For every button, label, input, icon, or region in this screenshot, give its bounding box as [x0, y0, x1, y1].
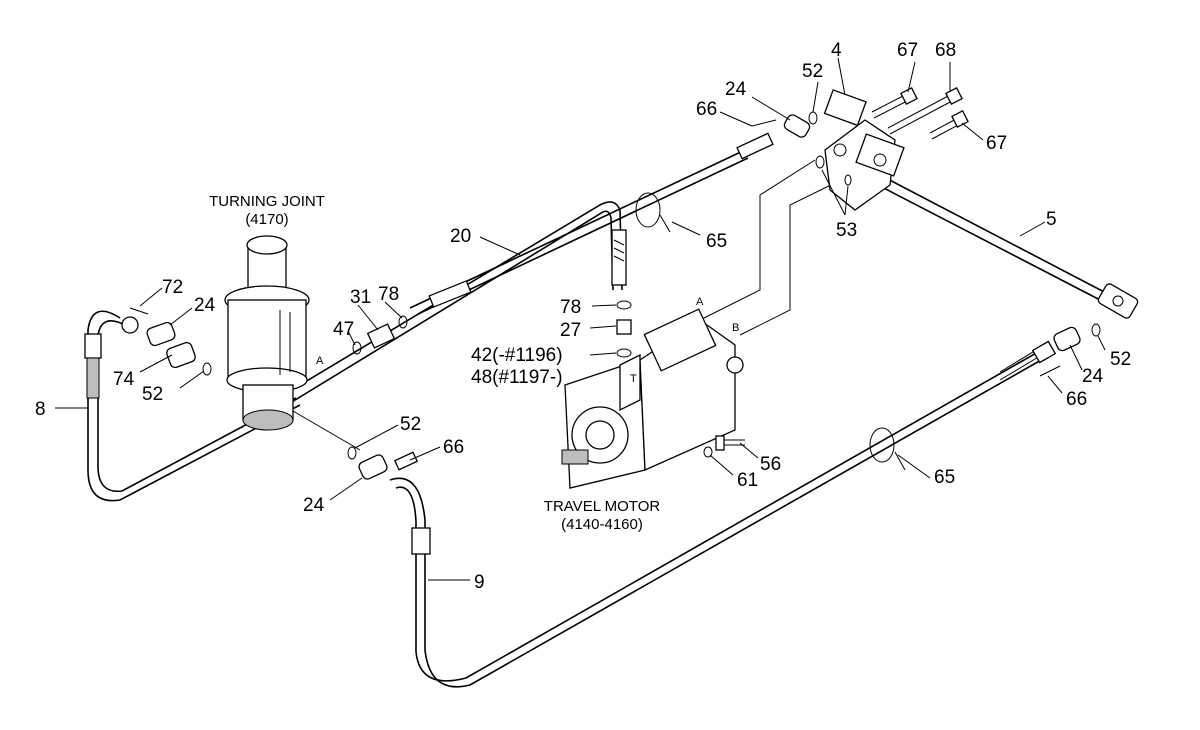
part-number-52-top: 52 [802, 61, 823, 82]
part-number-66-right: 66 [1066, 389, 1087, 410]
part-number-5: 5 [1046, 209, 1057, 230]
part-number-9: 9 [474, 572, 485, 593]
part-number-24-right: 24 [1082, 366, 1104, 387]
port-label-b: B [732, 322, 739, 334]
bolt-67-top [871, 87, 918, 119]
port-label-a: A [696, 296, 704, 308]
part-number-67-right: 67 [986, 133, 1007, 154]
part-number-52-right: 52 [1110, 349, 1131, 370]
part-number-4: 4 [831, 40, 842, 61]
part-number-67-top: 67 [897, 40, 918, 61]
port-label-t: T [630, 373, 637, 385]
part-number-52-low: 52 [400, 414, 421, 435]
part-number-65-low: 65 [934, 467, 955, 488]
part-number-52-left: 52 [142, 384, 163, 405]
part-number-66-low: 66 [443, 437, 464, 458]
part-number-42: 42(-#1196) [471, 345, 563, 366]
part-number-31: 31 [350, 287, 371, 308]
part-number-74: 74 [113, 369, 135, 390]
hose-8 [84, 310, 301, 502]
top-flange-block [823, 89, 905, 211]
turning-joint [224, 235, 310, 431]
travel-motor [561, 308, 744, 489]
part-number-66-top: 66 [696, 99, 717, 120]
number-leaders [55, 57, 1106, 581]
part-number-47: 47 [333, 319, 354, 340]
turning-joint-code: (4170) [245, 211, 288, 228]
part-number-56: 56 [760, 454, 781, 475]
part-number-48: 48(#1197-) [471, 367, 563, 388]
travel-motor-name: TRAVEL MOTOR [544, 498, 661, 515]
part-number-78-left: 78 [378, 284, 399, 305]
turning-joint-name: TURNING JOINT [209, 193, 325, 210]
part-number-27: 27 [560, 320, 581, 341]
part-number-72: 72 [162, 277, 183, 298]
part-number-24-top: 24 [725, 79, 747, 100]
part-number-53: 53 [836, 220, 857, 241]
part-number-68: 68 [935, 40, 956, 61]
bolt-68 [887, 87, 963, 135]
bolt-67-right [929, 110, 969, 140]
port-label-a-joint: A [316, 355, 324, 367]
part-number-65-top: 65 [706, 231, 727, 252]
hose-20 [274, 132, 774, 409]
hose-9 [389, 340, 1057, 688]
part-number-78-mid: 78 [560, 297, 581, 318]
part-number-8: 8 [35, 399, 46, 420]
travel-motor-code: (4140-4160) [561, 516, 643, 533]
part-number-24-low: 24 [303, 495, 325, 516]
small-parts [121, 87, 1101, 480]
part-number-61: 61 [737, 470, 758, 491]
part-number-24-left: 24 [194, 295, 216, 316]
pipe-5 [875, 174, 1139, 319]
part-number-20: 20 [450, 226, 471, 247]
